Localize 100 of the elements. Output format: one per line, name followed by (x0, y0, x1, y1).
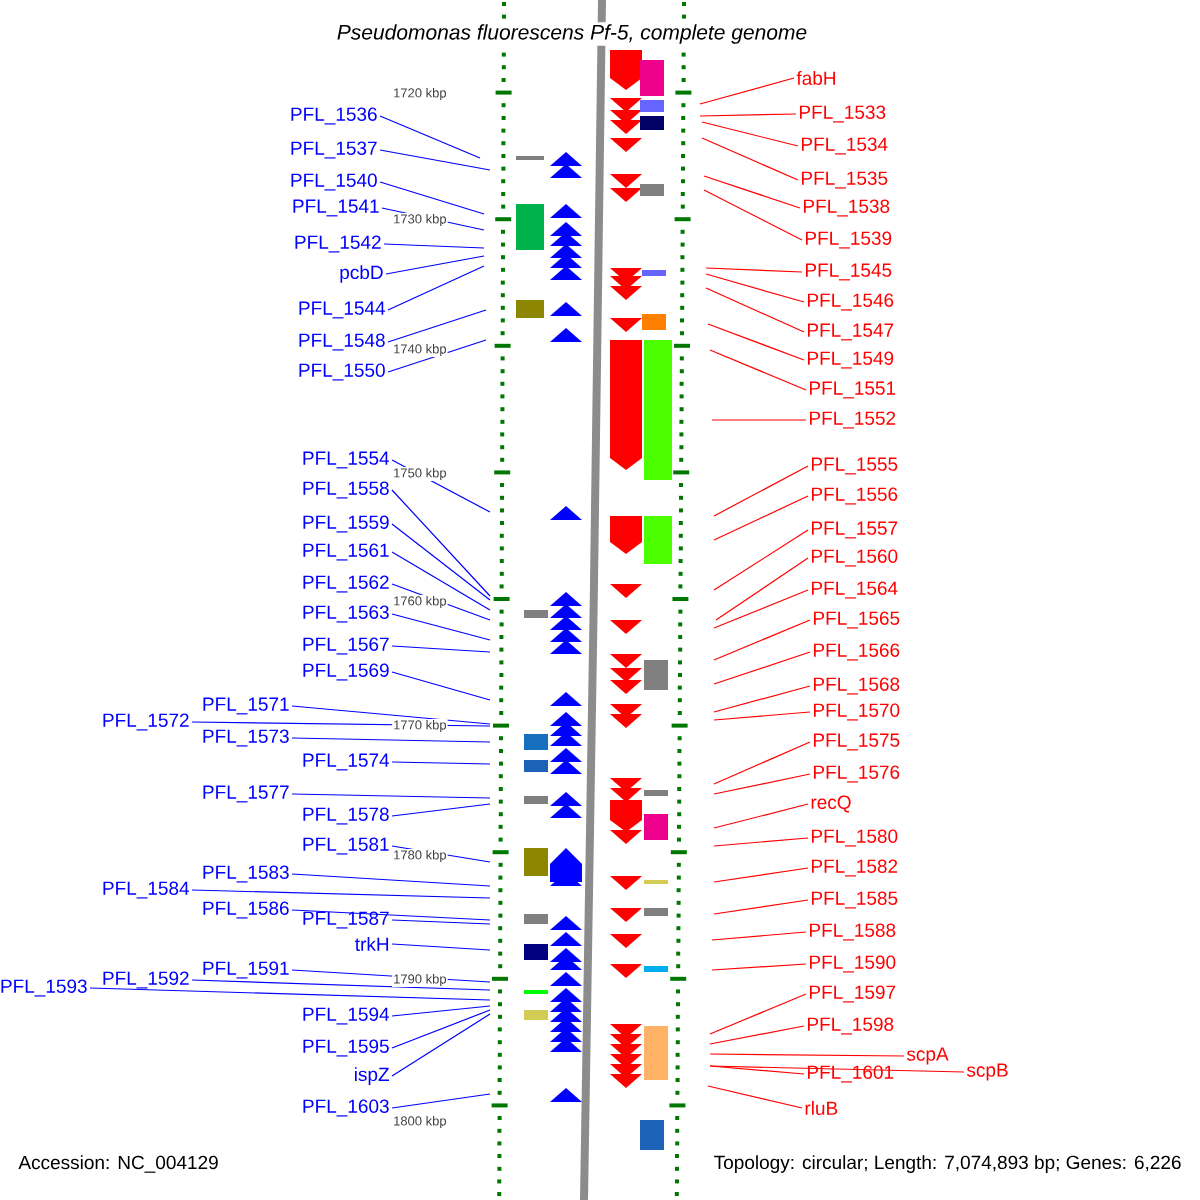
leader-line (387, 339, 487, 373)
leader-line (709, 993, 807, 1035)
leader-line (713, 867, 809, 883)
gene-label: PFL_1603 (303, 1099, 389, 1117)
gene-label: PFL_1601 (808, 1065, 894, 1083)
leader-line (385, 255, 485, 275)
gene-label: PFL_1590 (810, 955, 896, 973)
gene-label: ispZ (355, 1067, 389, 1085)
gene-label: rluB (805, 1101, 838, 1115)
leader-line (713, 741, 811, 785)
gene-label: PFL_1561 (303, 543, 389, 561)
gene-label: PFL_1558 (303, 481, 389, 499)
leader-line (391, 1093, 491, 1109)
gene-label: PFL_1577 (203, 785, 289, 803)
gene-label: PFL_1542 (295, 235, 381, 253)
gene-label: trkH (355, 937, 389, 951)
gene-label: PFL_1588 (810, 923, 896, 941)
leader-line (713, 803, 809, 829)
leader-line (89, 987, 491, 1001)
gene-label: pcbD (340, 265, 383, 283)
gene-label: PFL_1536 (291, 107, 377, 125)
leader-line (699, 77, 795, 105)
gene-label: PFL_1534 (802, 137, 888, 155)
gene-label: PFL_1562 (303, 575, 389, 593)
leader-line (705, 267, 803, 273)
gene-label: PFL_1533 (800, 105, 886, 123)
gene-label: PFL_1578 (303, 807, 389, 825)
gene-label: PFL_1545 (806, 263, 892, 281)
leader-line (379, 115, 481, 159)
leader-line (391, 613, 491, 641)
leader-line (711, 419, 807, 421)
leader-line (391, 919, 491, 925)
leader-line (709, 1065, 965, 1073)
gene-label: PFL_1544 (299, 301, 386, 319)
gene-label: PFL_1538 (804, 199, 890, 217)
gene-label: PFL_1547 (808, 323, 894, 341)
gene-label: PFL_1597 (810, 985, 896, 1003)
gene-label: PFL_1566 (814, 643, 900, 661)
leader-line (291, 737, 491, 743)
gene-label: PFL_1572 (103, 713, 189, 731)
genome-info-text: Topology: circular; Length: 7,074,893 bp; Genes: 6,226 (711, 1153, 1184, 1175)
leader-line (713, 529, 809, 591)
leader-line (391, 803, 491, 817)
gene-label: PFL_1592 (103, 971, 189, 989)
leader-line (291, 793, 491, 799)
gene-label: PFL_1567 (303, 637, 389, 655)
gene-label: PFL_1586 (203, 901, 289, 919)
gene-label: PFL_1591 (203, 961, 289, 979)
leader-line (387, 265, 485, 311)
leader-line (391, 943, 491, 951)
leader-line (713, 685, 811, 713)
gene-label: PFL_1583 (203, 865, 289, 883)
leader-line (387, 309, 487, 343)
leader-line (713, 651, 811, 685)
leader-line (391, 671, 491, 701)
gene-label: PFL_1595 (303, 1039, 389, 1057)
gene-label: PFL_1582 (812, 859, 898, 877)
gene-label: PFL_1593 (1, 979, 87, 997)
gene-label: PFL_1546 (808, 293, 894, 311)
gene-label: PFL_1539 (806, 231, 892, 249)
gene-label: PFL_1541 (293, 199, 379, 217)
gene-label: PFL_1548 (299, 333, 385, 351)
gene-label: PFL_1555 (812, 457, 898, 475)
leader-line (191, 979, 491, 991)
gene-label: recQ (811, 795, 851, 813)
leader-line (383, 243, 485, 249)
leader-line (391, 761, 491, 765)
leader-line (379, 181, 485, 215)
gene-label: PFL_1576 (814, 765, 900, 783)
gene-label: PFL_1557 (812, 521, 898, 539)
gene-label: PFL_1581 (303, 837, 389, 855)
leader-line (391, 489, 491, 597)
gene-label: PFL_1594 (303, 1007, 390, 1025)
leader-line (391, 645, 491, 653)
leader-line (703, 175, 801, 209)
leader-line (715, 557, 809, 621)
gene-label: PFL_1540 (291, 173, 377, 191)
gene-label: PFL_1573 (203, 729, 289, 747)
gene-label: PFL_1570 (814, 703, 900, 721)
gene-label: PFL_1598 (808, 1017, 894, 1035)
gene-label: PFL_1584 (103, 881, 190, 899)
gene-label: scpA (906, 1047, 949, 1065)
gene-label: PFL_1574 (303, 753, 390, 771)
accession-text: Accession: NC_004129 (16, 1153, 221, 1175)
leader-line (391, 1005, 491, 1017)
gene-label: fabH (796, 71, 835, 85)
leader-line (703, 189, 803, 241)
gene-label: PFL_1535 (802, 171, 888, 189)
gene-label: PFL_1587 (303, 911, 389, 929)
gene-label: PFL_1568 (814, 677, 900, 695)
gene-label: PFL_1549 (808, 351, 894, 369)
leader-line (707, 323, 805, 361)
leader-line (391, 1009, 491, 1049)
gene-label: PFL_1571 (203, 697, 289, 715)
gene-label: PFL_1551 (810, 381, 896, 399)
gene-label: PFL_1560 (812, 549, 898, 567)
leader-line (711, 931, 807, 941)
leader-line (711, 963, 807, 971)
gene-label: PFL_1580 (812, 829, 898, 847)
leader-line (705, 287, 805, 333)
